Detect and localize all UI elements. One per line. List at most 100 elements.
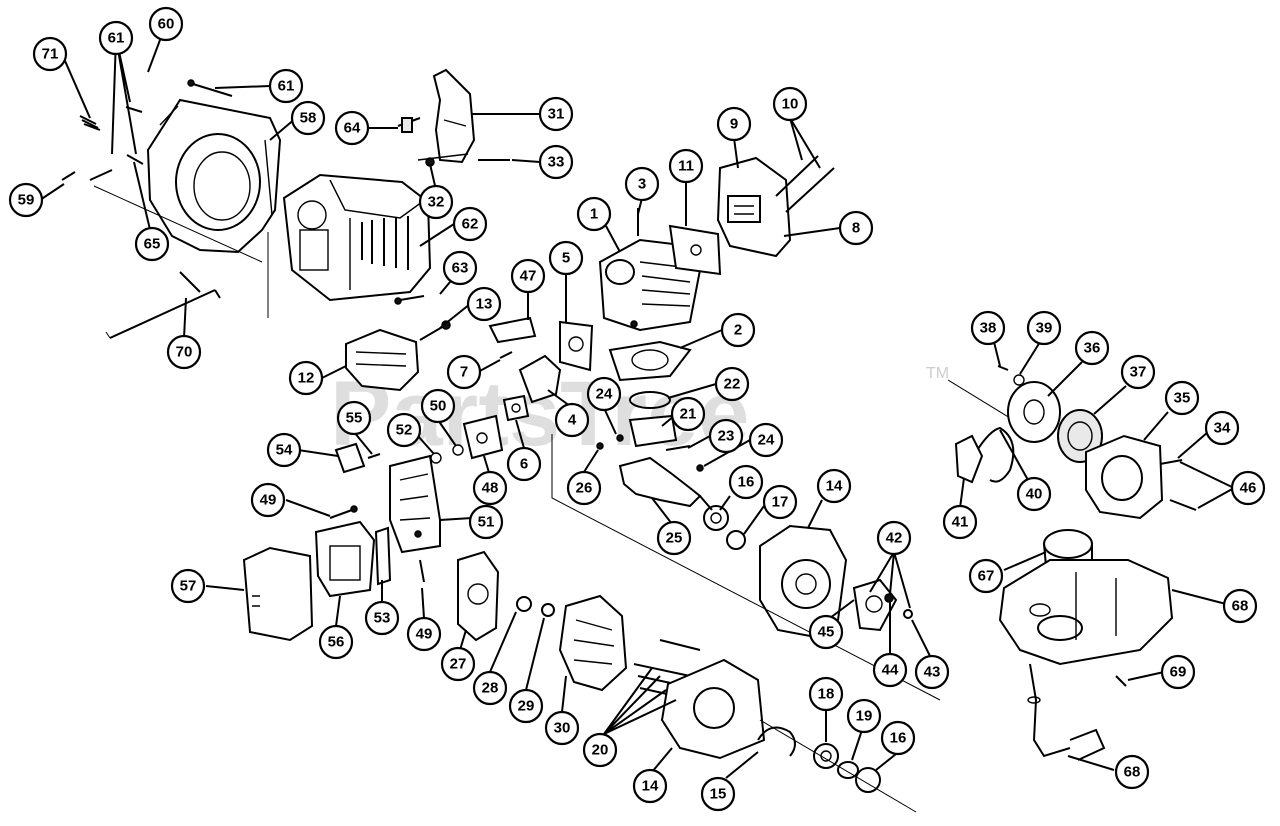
svg-text:41: 41 <box>952 514 969 531</box>
svg-text:9: 9 <box>730 116 738 133</box>
svg-text:1: 1 <box>590 206 598 223</box>
callout-41: 41 <box>942 504 978 540</box>
svg-text:70: 70 <box>176 344 193 361</box>
svg-text:6: 6 <box>520 456 528 473</box>
callout-16-lower: 16 <box>880 720 916 756</box>
callout-57: 57 <box>170 568 206 604</box>
svg-text:68: 68 <box>1232 598 1249 615</box>
callout-5: 5 <box>548 240 584 276</box>
callout-36: 36 <box>1074 330 1110 366</box>
svg-text:21: 21 <box>680 406 697 423</box>
callout-13: 13 <box>466 286 502 322</box>
callout-15: 15 <box>700 776 736 812</box>
callout-21: 21 <box>670 396 706 432</box>
svg-text:43: 43 <box>924 664 941 681</box>
svg-text:28: 28 <box>482 680 499 697</box>
callout-46: 46 <box>1230 470 1266 506</box>
callout-12: 12 <box>288 360 324 396</box>
svg-text:59: 59 <box>18 192 35 209</box>
svg-text:47: 47 <box>520 268 537 285</box>
callout-2: 2 <box>720 312 756 348</box>
svg-text:10: 10 <box>782 96 799 113</box>
svg-text:3: 3 <box>638 176 646 193</box>
callout-53: 53 <box>364 600 400 636</box>
callout-48: 48 <box>472 470 508 506</box>
callout-14-lower: 14 <box>632 768 668 804</box>
svg-text:31: 31 <box>548 106 565 123</box>
callout-47: 47 <box>510 258 546 294</box>
svg-text:16: 16 <box>890 730 907 747</box>
svg-text:24: 24 <box>596 386 613 403</box>
svg-text:11: 11 <box>678 158 694 175</box>
svg-text:65: 65 <box>144 236 161 253</box>
svg-text:37: 37 <box>1130 364 1147 381</box>
svg-text:25: 25 <box>666 530 683 547</box>
svg-text:40: 40 <box>1026 486 1043 503</box>
callout-3: 3 <box>624 166 660 202</box>
svg-text:35: 35 <box>1174 390 1191 407</box>
callout-8: 8 <box>838 210 874 246</box>
callouts: 71 61 60 61 58 64 31 33 32 59 65 62 63 1… <box>8 6 1266 812</box>
svg-text:24: 24 <box>758 432 775 449</box>
svg-text:33: 33 <box>548 154 565 171</box>
callout-55: 55 <box>336 400 372 436</box>
callout-26: 26 <box>566 470 602 506</box>
callout-54: 54 <box>266 432 302 468</box>
callout-44: 44 <box>872 652 908 688</box>
callout-71: 71 <box>32 36 68 72</box>
callout-51: 51 <box>468 504 504 540</box>
callout-61: 61 <box>268 68 304 104</box>
callout-22: 22 <box>714 366 750 402</box>
svg-text:16: 16 <box>738 474 755 491</box>
svg-text:53: 53 <box>374 610 391 627</box>
callout-52: 52 <box>386 412 422 448</box>
svg-text:68: 68 <box>1124 764 1141 781</box>
callout-64: 64 <box>334 110 370 146</box>
callout-33: 33 <box>538 144 574 180</box>
callout-42: 42 <box>876 520 912 556</box>
callout-69: 69 <box>1160 654 1196 690</box>
callout-11: 11 <box>668 148 704 184</box>
callout-37: 37 <box>1120 354 1156 390</box>
callout-32: 32 <box>418 184 454 220</box>
svg-text:52: 52 <box>396 422 413 439</box>
svg-text:8: 8 <box>852 220 860 237</box>
callout-45: 45 <box>808 614 844 650</box>
svg-text:32: 32 <box>428 194 445 211</box>
svg-text:4: 4 <box>568 412 577 429</box>
svg-text:50: 50 <box>430 398 447 415</box>
svg-text:57: 57 <box>180 578 197 595</box>
callout-24-right: 24 <box>748 422 784 458</box>
callout-30: 30 <box>544 710 580 746</box>
callout-17: 17 <box>762 484 798 520</box>
svg-text:15: 15 <box>710 786 727 803</box>
callout-31: 31 <box>538 96 574 132</box>
callout-39: 39 <box>1026 310 1062 346</box>
callout-7: 7 <box>446 354 482 390</box>
part-drawings <box>61 68 1197 813</box>
callout-27: 27 <box>440 646 476 682</box>
svg-text:38: 38 <box>980 320 997 337</box>
svg-text:29: 29 <box>518 698 535 715</box>
svg-text:18: 18 <box>818 686 835 703</box>
svg-text:19: 19 <box>856 708 873 725</box>
callout-58: 58 <box>290 100 326 136</box>
svg-text:61: 61 <box>108 30 125 47</box>
svg-text:26: 26 <box>576 480 593 497</box>
svg-text:71: 71 <box>42 46 59 63</box>
svg-text:67: 67 <box>978 568 995 585</box>
svg-text:12: 12 <box>298 370 315 387</box>
callout-20: 20 <box>582 732 618 768</box>
callout-61-top: 61 <box>98 20 134 56</box>
svg-text:63: 63 <box>452 260 469 277</box>
callout-67: 67 <box>968 558 1004 594</box>
svg-text:62: 62 <box>462 216 479 233</box>
callout-68-lower: 68 <box>1114 754 1150 790</box>
callout-19: 19 <box>846 698 882 734</box>
svg-text:54: 54 <box>276 442 293 459</box>
svg-text:51: 51 <box>478 514 495 531</box>
callout-24-left: 24 <box>586 376 622 412</box>
svg-text:13: 13 <box>476 296 493 313</box>
callout-68-upper: 68 <box>1222 588 1258 624</box>
svg-text:2: 2 <box>734 322 742 339</box>
